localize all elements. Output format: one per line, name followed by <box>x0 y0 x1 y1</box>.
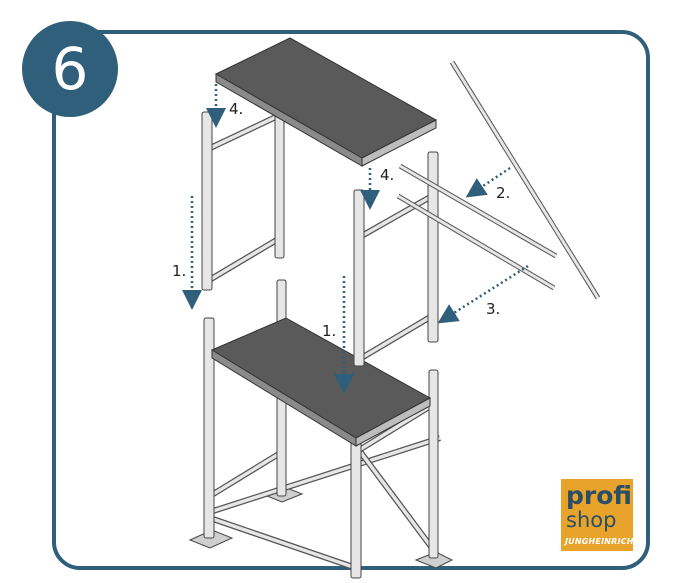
lower-post-front-left <box>203 317 215 539</box>
assembly-arrows <box>182 84 529 394</box>
upper-frame-right <box>353 151 439 367</box>
upper-frame-left <box>201 85 285 291</box>
label-diagonal-step: 2. <box>496 184 510 202</box>
label-top-left-step: 4. <box>229 100 243 118</box>
loose-diagonal-brace <box>449 60 601 300</box>
logo-line1: profi <box>566 481 632 510</box>
label-left-frame-step: 1. <box>172 262 186 280</box>
upper-platform <box>214 37 438 167</box>
lower-post-back-right <box>428 369 439 559</box>
label-center-frame-step: 1. <box>322 322 336 340</box>
label-top-right-step: 4. <box>380 166 394 184</box>
lower-scaffold <box>188 279 454 579</box>
arrow-diagonal <box>465 166 511 198</box>
step-number-badge: 6 <box>22 21 118 117</box>
label-guardrail-step: 3. <box>486 300 500 318</box>
profishop-logo: profi shop JUNGHEINRICH <box>561 479 633 551</box>
arrow-guardrail <box>437 264 529 324</box>
logo-brand: JUNGHEINRICH <box>565 537 634 546</box>
logo-line2: shop <box>566 508 617 532</box>
guardrails <box>396 163 558 291</box>
lower-platform-side <box>355 397 431 447</box>
